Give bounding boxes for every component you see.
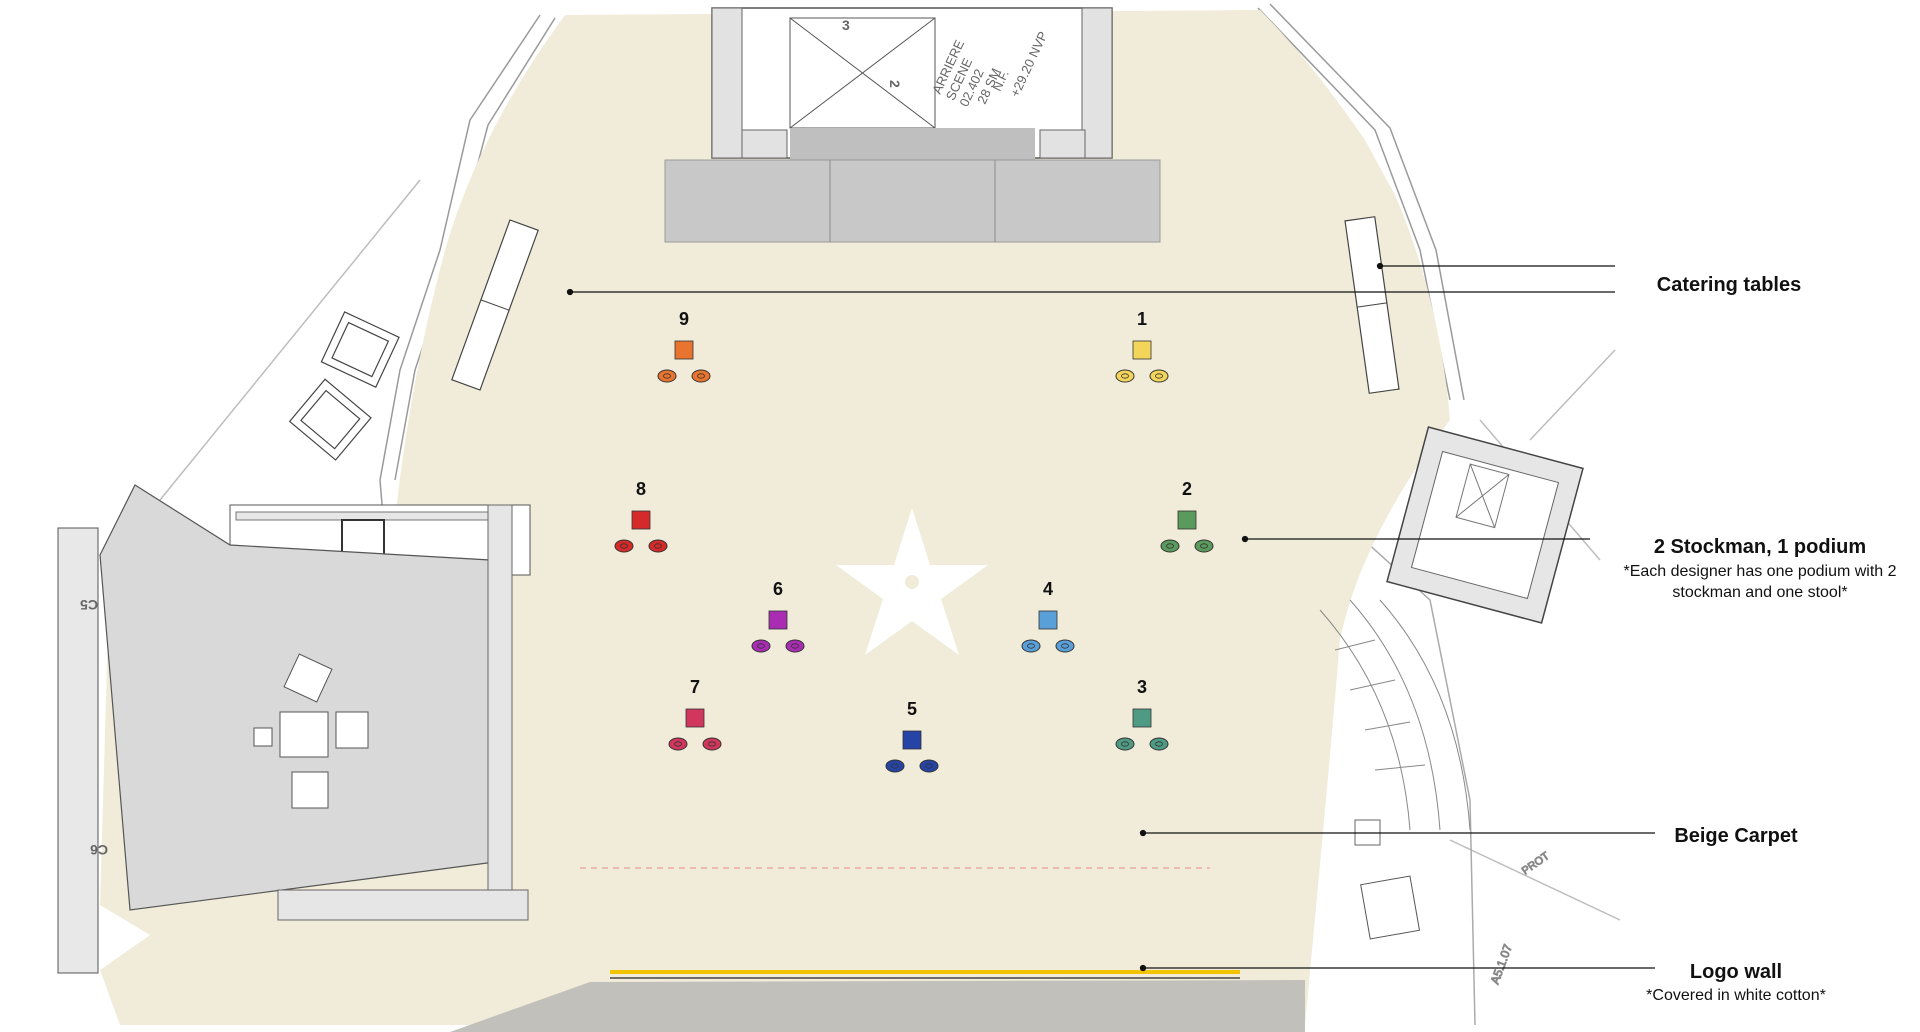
stockman-detail <box>1155 373 1163 379</box>
booth-9: 9 <box>657 309 711 383</box>
stockman <box>691 369 711 383</box>
stockman <box>1055 639 1075 653</box>
backstage-mark-2: 2 <box>887 80 903 88</box>
stockman <box>657 369 677 383</box>
podium <box>1038 610 1058 630</box>
stage-platform <box>664 128 1161 243</box>
stockman-detail <box>697 373 705 379</box>
stockman <box>702 737 722 751</box>
booth-number: 1 <box>1137 309 1147 329</box>
stockman <box>668 737 688 751</box>
podium <box>768 610 788 630</box>
booth-2: 2 <box>1160 479 1214 553</box>
catering-table-right <box>1344 216 1400 394</box>
stockman <box>751 639 771 653</box>
stockman-detail <box>791 643 799 649</box>
booth-number: 8 <box>636 479 646 499</box>
stockman <box>648 539 668 553</box>
stockman-detail <box>1166 543 1174 549</box>
booth-8: 8 <box>614 479 668 553</box>
stockman-detail <box>620 543 628 549</box>
stockman <box>885 759 905 773</box>
stockman-detail <box>1121 373 1129 379</box>
exterior-chairs <box>288 311 400 461</box>
logo-wall-label: Logo wall <box>1690 961 1782 983</box>
podium <box>674 340 694 360</box>
curved-staircase: PROT A5.1.07 <box>1319 599 1552 987</box>
booth-4: 4 <box>1021 579 1075 653</box>
stockman <box>1115 369 1135 383</box>
podium <box>631 510 651 530</box>
booth-number: 6 <box>773 579 783 599</box>
podium <box>685 708 705 728</box>
stockman-detail <box>1200 543 1208 549</box>
stockman-detail <box>663 373 671 379</box>
stockman <box>1194 539 1214 553</box>
stockman-note-line1: *Each designer has one podium with 2 <box>1623 563 1896 580</box>
lounge-room: C5 C6 <box>57 484 531 974</box>
booth-3: 3 <box>1115 677 1169 751</box>
stockman-detail <box>1027 643 1035 649</box>
booth-number: 5 <box>907 699 917 719</box>
logo-wall <box>450 970 1305 1032</box>
stockman <box>1160 539 1180 553</box>
catering-table-left <box>451 219 539 391</box>
stockman <box>1115 737 1135 751</box>
stockman-detail <box>1155 741 1163 747</box>
beige-carpet-label: Beige Carpet <box>1674 825 1798 847</box>
podium <box>1132 708 1152 728</box>
stair-core <box>1386 426 1584 624</box>
podium <box>1177 510 1197 530</box>
room-code-c6: C6 <box>90 842 108 858</box>
stockman-label: 2 Stockman, 1 podium <box>1654 536 1866 558</box>
stockman <box>785 639 805 653</box>
stockman-detail <box>708 741 716 747</box>
stockman <box>1021 639 1041 653</box>
catering-tables-label: Catering tables <box>1657 274 1801 296</box>
logo-wall-note: *Covered in white cotton* <box>1646 987 1826 1004</box>
stockman-detail <box>925 763 933 769</box>
stockman <box>919 759 939 773</box>
area-code-label: A5.1.07 <box>1488 942 1515 986</box>
stockman-detail <box>1121 741 1129 747</box>
stockman-detail <box>757 643 765 649</box>
backstage-room: 3 2 ARRIERE SCENE 02.402 28 SM N.F. +29.… <box>711 7 1113 159</box>
stockman-note-line2: stockman and one stool* <box>1672 584 1847 601</box>
backstage-mark-3: 3 <box>842 17 850 33</box>
booth-1: 1 <box>1115 309 1169 383</box>
stockman-detail <box>674 741 682 747</box>
room-code-c5: C5 <box>80 597 98 613</box>
booth-6: 6 <box>751 579 805 653</box>
stockman <box>1149 737 1169 751</box>
designer-booths: 1 2 3 4 5 6 7 8 9 <box>614 309 1214 773</box>
stockman-detail <box>1061 643 1069 649</box>
outer-walls <box>159 3 1621 1026</box>
leader-lines <box>566 262 1655 972</box>
booth-number: 2 <box>1182 479 1192 499</box>
podium <box>902 730 922 750</box>
booth-5: 5 <box>885 699 939 773</box>
booth-number: 9 <box>679 309 689 329</box>
star-center-dot <box>905 575 919 589</box>
booth-number: 3 <box>1137 677 1147 697</box>
stockman-detail <box>891 763 899 769</box>
stockman <box>614 539 634 553</box>
podium <box>1132 340 1152 360</box>
stockman-detail <box>654 543 662 549</box>
booth-7: 7 <box>668 677 722 751</box>
stockman <box>1149 369 1169 383</box>
booth-number: 4 <box>1043 579 1053 599</box>
prot-label: PROT <box>1520 850 1552 878</box>
booth-number: 7 <box>690 677 700 697</box>
